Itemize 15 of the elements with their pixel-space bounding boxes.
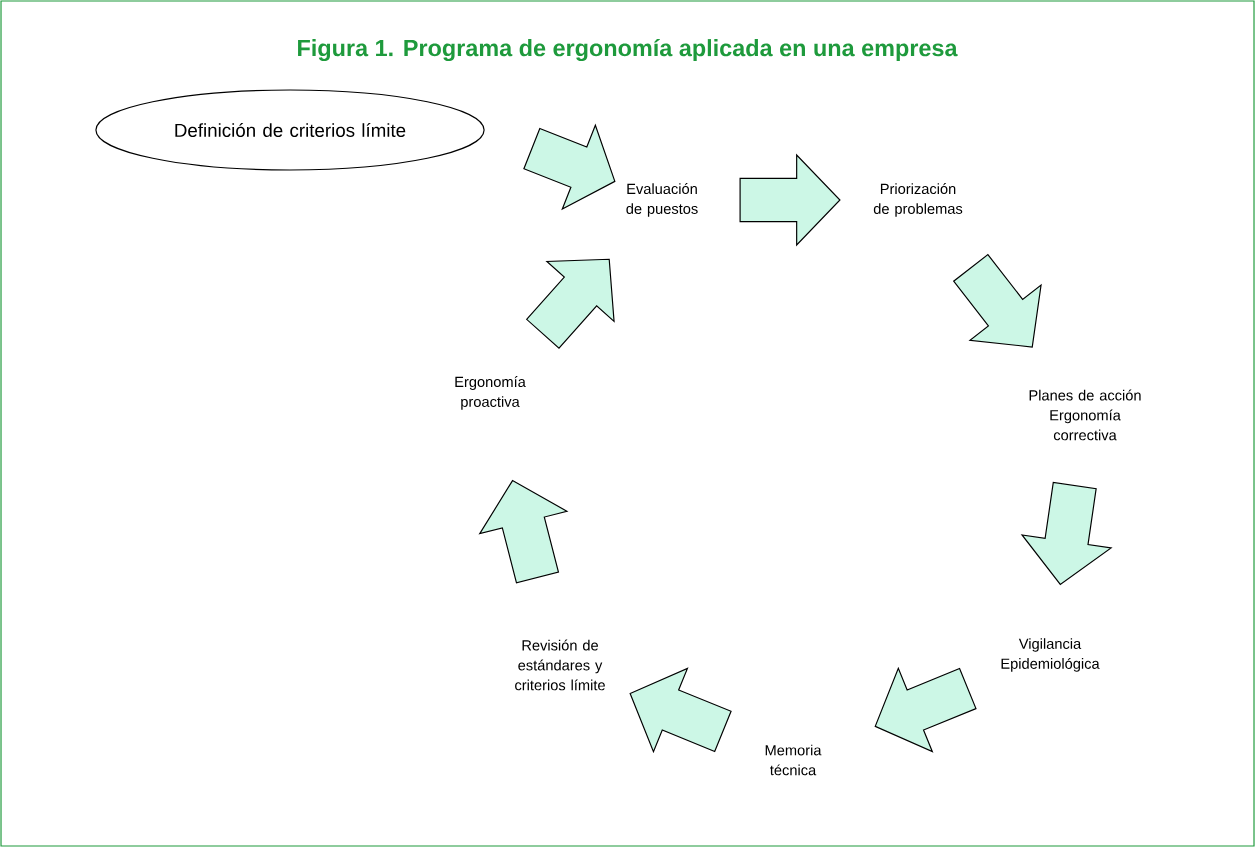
block-arrow — [629, 667, 732, 754]
step-label: Priorización de problemas — [873, 183, 963, 217]
block-arrow — [478, 479, 569, 584]
step-label: Planes de acción Ergonomía correctiva — [1029, 389, 1141, 441]
block-arrow — [523, 123, 616, 211]
step-label: Vigilancia Epidemiológica — [1001, 638, 1100, 672]
block-arrow — [739, 153, 841, 247]
block-arrow — [1020, 481, 1113, 586]
step-label: Memoria técnica — [765, 744, 822, 776]
block-arrow — [874, 666, 977, 753]
step-label: Ergonomía proactiva — [455, 376, 526, 410]
step-label: Revisión de estándares y criterios límite — [515, 639, 605, 691]
figure-title: Figura 1. Programa de ergonomía aplicada en una empresa — [298, 38, 958, 62]
ellipse-node: Definición de criterios límite — [95, 89, 485, 171]
step-label: Evaluación de puestos — [626, 183, 698, 217]
